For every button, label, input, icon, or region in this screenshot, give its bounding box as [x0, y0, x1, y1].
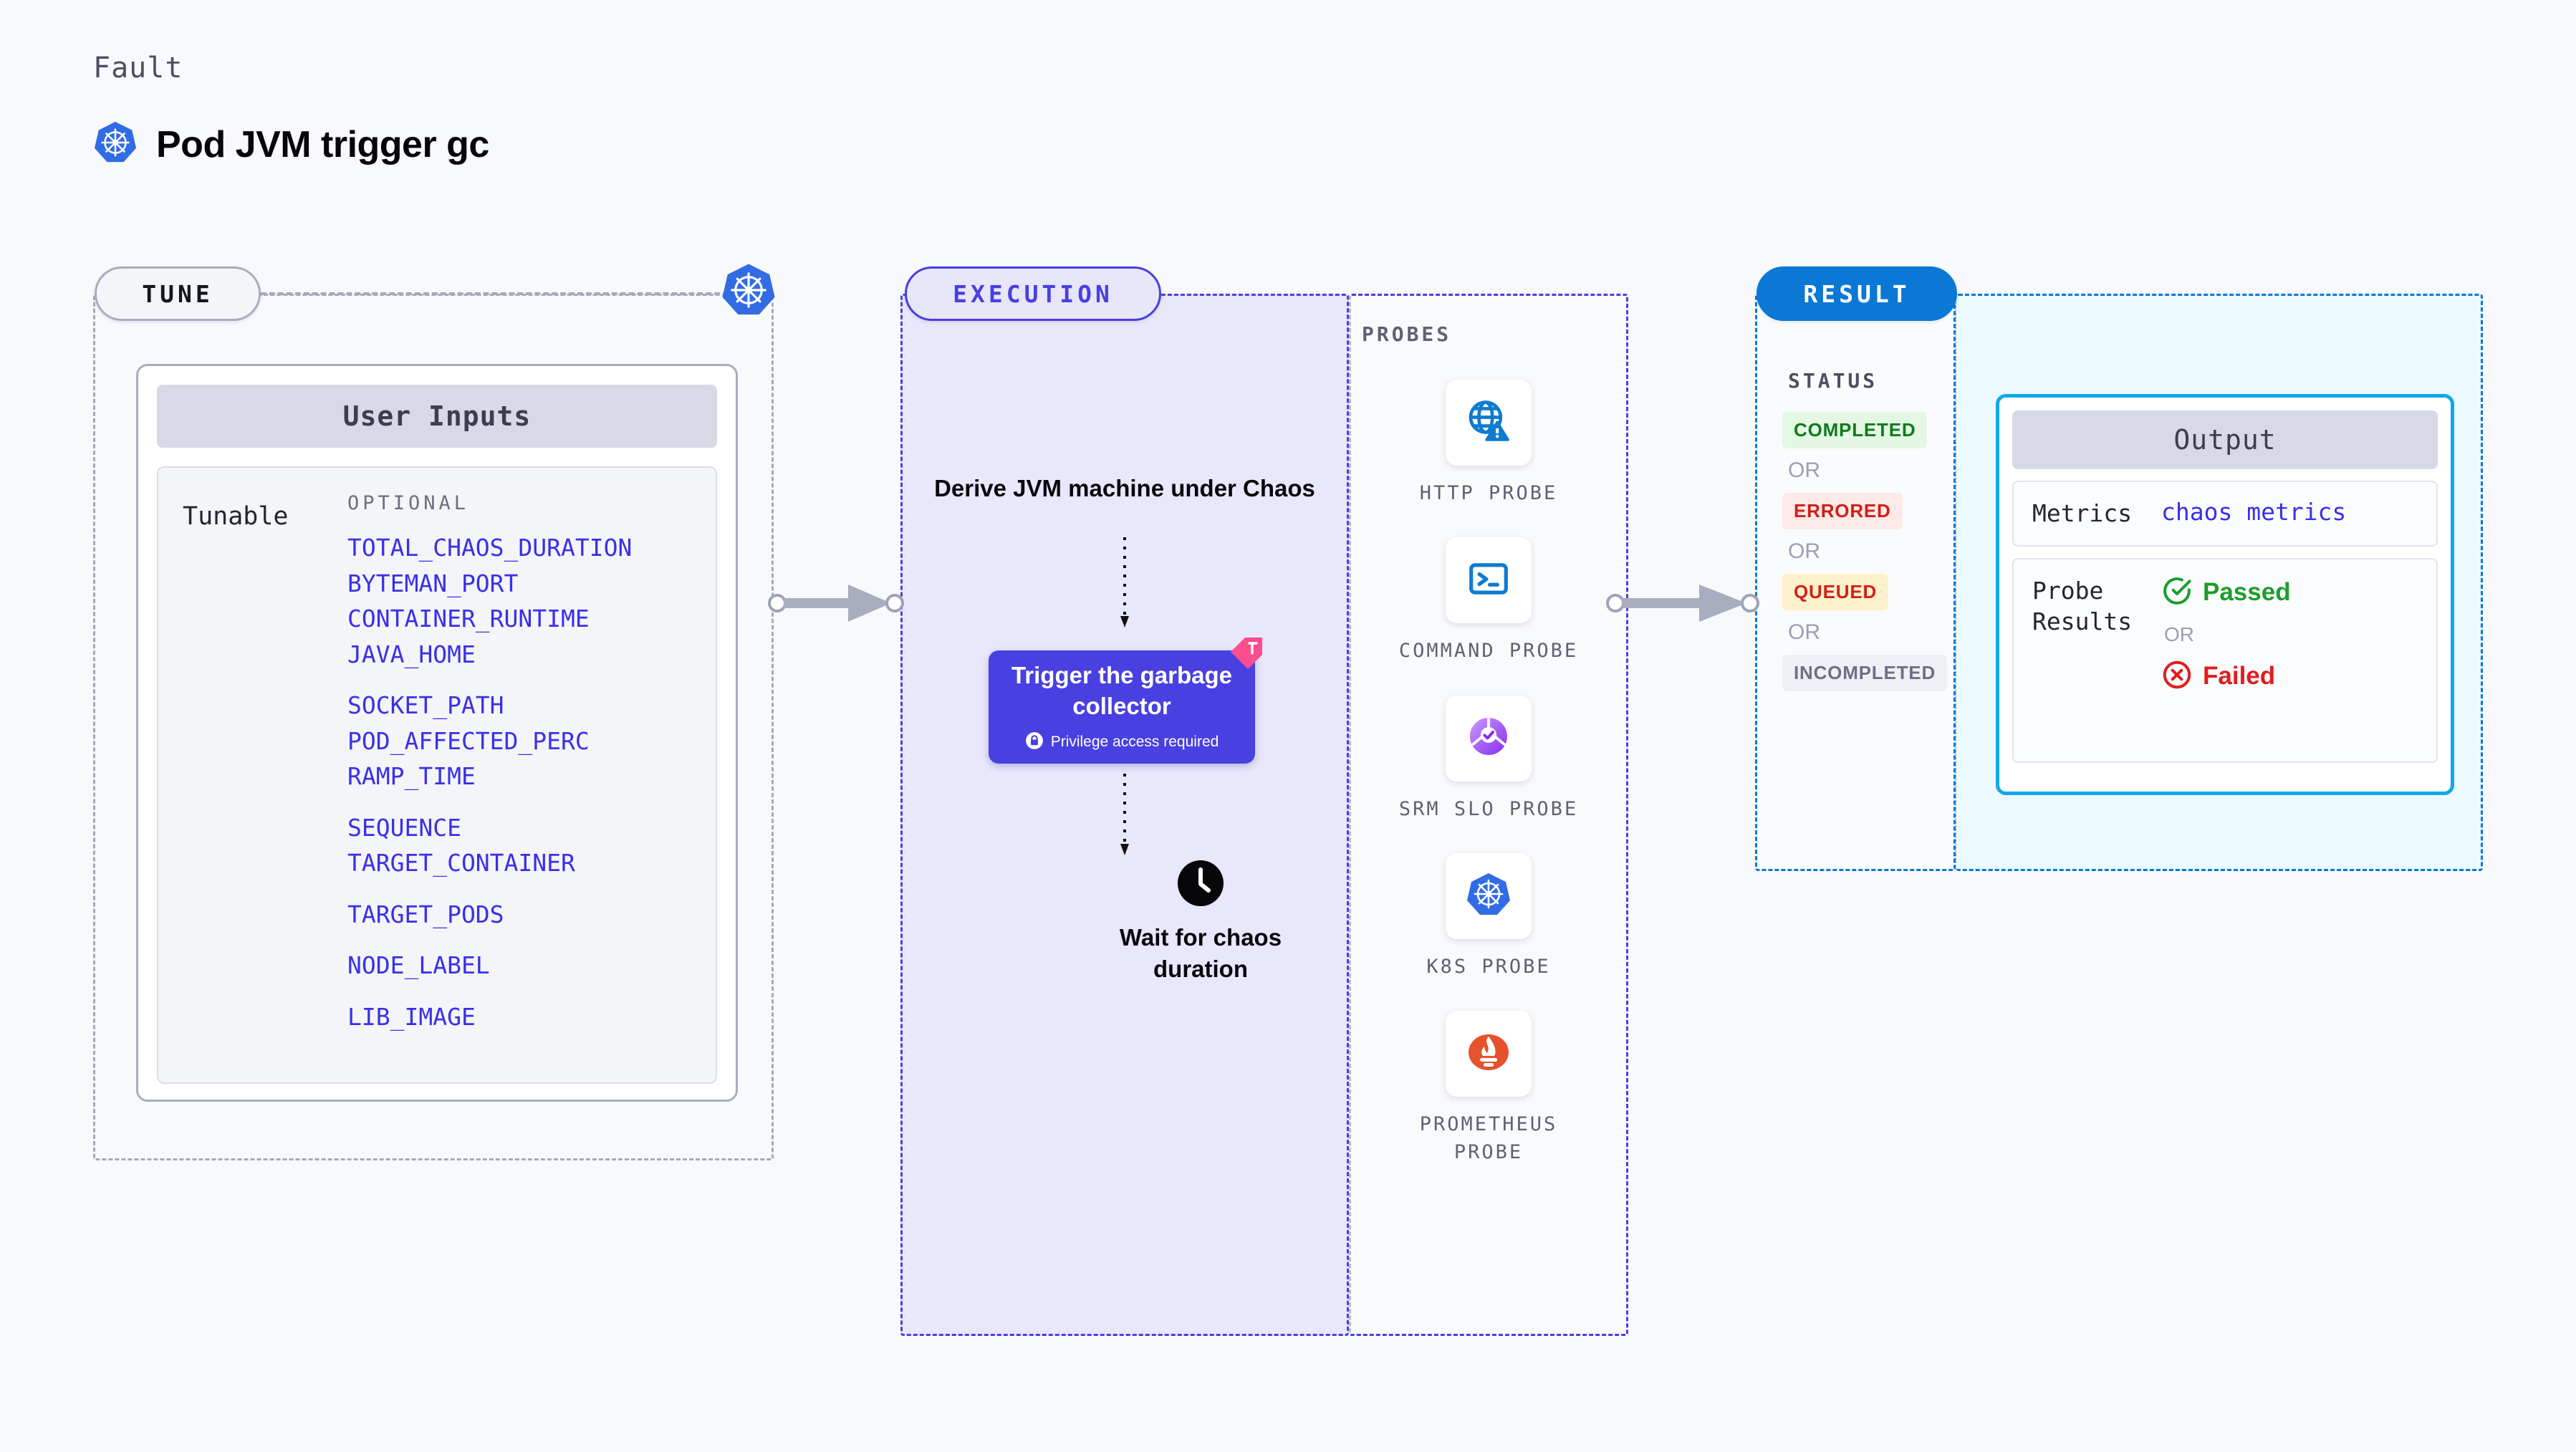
- tunable-item[interactable]: RAMP_TIME: [347, 762, 476, 790]
- probe-or-separator: OR: [2164, 622, 2194, 645]
- status-or-separator: OR: [1788, 620, 1820, 644]
- page-eyebrow: Fault: [93, 52, 183, 85]
- check-circle-icon: [2161, 575, 2193, 610]
- output-card-title: Output: [2012, 410, 2438, 469]
- probe-label: K8S PROBE: [1426, 955, 1551, 978]
- execution-flow-arrow: [1119, 537, 1130, 634]
- output-row-metrics: Metrics chaos metrics: [2012, 481, 2438, 547]
- tunable-item[interactable]: POD_AFFECTED_PERC: [347, 726, 590, 755]
- tunable-item[interactable]: TARGET_PODS: [347, 900, 504, 928]
- status-badge: COMPLETED: [1782, 412, 1928, 448]
- connector-arrow-tune-to-execution: [768, 580, 904, 630]
- tunable-item[interactable]: SEQUENCE: [347, 813, 461, 842]
- privilege-badge-label: Privilege access required: [1050, 734, 1219, 751]
- probe-results-values: Passed OR Failed: [2161, 575, 2291, 694]
- privilege-badge: Privilege access required: [1025, 731, 1219, 754]
- tunable-item[interactable]: JAVA_HOME: [347, 640, 476, 668]
- probe-label: PROMETHEUS PROBE: [1419, 1113, 1558, 1163]
- optional-label: OPTIONAL: [347, 492, 470, 514]
- terminal-icon: [1466, 557, 1511, 605]
- status-or-separator: OR: [1788, 458, 1820, 482]
- tunable-list: OPTIONAL TOTAL_CHAOS_DURATION BYTEMAN_PO…: [347, 492, 716, 1082]
- probe-item-prometheus[interactable]: PROMETHEUS PROBE: [1381, 1011, 1596, 1166]
- status-list: COMPLETED OR ERRORED OR QUEUED OR INCOMP…: [1782, 412, 1948, 691]
- probe-tile[interactable]: [1446, 380, 1532, 466]
- execution-action-node[interactable]: Trigger the garbage collector Privilege …: [989, 650, 1255, 764]
- page-title: Pod JVM trigger gc: [156, 123, 489, 165]
- execution-stage-frame: [900, 294, 1349, 1336]
- stage-pill-tune[interactable]: TUNE: [95, 266, 261, 321]
- probe-result-passed: Passed: [2161, 575, 2291, 610]
- tunable-item[interactable]: SOCKET_PATH: [347, 691, 504, 719]
- kubernetes-icon: [1466, 871, 1512, 920]
- user-inputs-body: Tunable OPTIONAL TOTAL_CHAOS_DURATION BY…: [157, 466, 717, 1084]
- lock-icon: [1025, 731, 1044, 754]
- clock-icon: [1177, 860, 1224, 910]
- user-inputs-card: User Inputs Tunable OPTIONAL TOTAL_CHAOS…: [136, 364, 738, 1102]
- page-header: Pod JVM trigger gc: [93, 120, 489, 168]
- probes-list: HTTP PROBE COMMAND PROBE: [1349, 380, 1628, 1166]
- tunable-item[interactable]: LIB_IMAGE: [347, 1002, 476, 1031]
- execution-wait-label: Wait for chaos duration: [1119, 924, 1282, 982]
- probe-tile[interactable]: [1446, 852, 1532, 939]
- probe-fail-label: Failed: [2203, 662, 2276, 691]
- execution-flow-arrow: [1119, 774, 1130, 862]
- status-badge: INCOMPLETED: [1782, 655, 1948, 691]
- probe-item-srm-slo[interactable]: SRM SLO PROBE: [1381, 695, 1596, 823]
- srm-slo-icon: [1466, 713, 1512, 763]
- tune-connector-line: [261, 292, 737, 295]
- status-or-separator: OR: [1788, 539, 1820, 563]
- probe-result-failed: Failed: [2161, 659, 2291, 694]
- output-metrics-value[interactable]: chaos metrics: [2161, 498, 2347, 526]
- output-probe-key: Probe Results: [2032, 576, 2133, 636]
- tunable-item[interactable]: CONTAINER_RUNTIME: [347, 605, 590, 633]
- execution-action-title: Trigger the garbage collector: [1011, 662, 1233, 719]
- tunable-item[interactable]: BYTEMAN_PORT: [347, 569, 519, 597]
- stage-pill-result[interactable]: RESULT: [1756, 266, 1957, 321]
- status-badge: ERRORED: [1782, 493, 1903, 529]
- output-metrics-key: Metrics: [2032, 499, 2133, 527]
- probes-stage-frame: [1349, 294, 1628, 1336]
- probe-tile[interactable]: [1446, 695, 1532, 782]
- user-inputs-title: User Inputs: [157, 385, 717, 448]
- kubernetes-icon: [93, 120, 138, 168]
- stage-pill-execution[interactable]: EXECUTION: [905, 266, 1161, 321]
- output-row-probe-results: Probe Results Passed OR: [2012, 557, 2438, 763]
- x-circle-icon: [2161, 659, 2193, 694]
- execution-step-title: Derive JVM machine under Chaos: [934, 475, 1315, 501]
- connector-arrow-execution-to-result: [1606, 580, 1760, 630]
- output-card: Output Metrics chaos metrics Probe Resul…: [1996, 394, 2454, 795]
- probe-label: COMMAND PROBE: [1398, 640, 1579, 663]
- status-section-label: STATUS: [1788, 369, 1878, 393]
- prometheus-icon: [1466, 1029, 1512, 1079]
- execution-wait-node: Wait for chaos duration: [1097, 860, 1304, 984]
- probe-label: HTTP PROBE: [1419, 482, 1558, 504]
- probe-item-http[interactable]: HTTP PROBE: [1381, 380, 1596, 507]
- ribbon-flag-icon: [1226, 636, 1267, 680]
- probe-tile[interactable]: [1446, 537, 1532, 624]
- tunable-row-label: Tunable: [183, 502, 289, 531]
- probes-section-label: PROBES: [1362, 322, 1452, 346]
- tunable-item[interactable]: TARGET_CONTAINER: [347, 849, 575, 877]
- probe-label: SRM SLO PROBE: [1398, 797, 1579, 820]
- tunable-item[interactable]: TOTAL_CHAOS_DURATION: [347, 534, 633, 562]
- probe-pass-label: Passed: [2203, 578, 2291, 607]
- kubernetes-icon: [721, 262, 777, 322]
- globe-warning-icon: [1465, 398, 1512, 448]
- status-badge: QUEUED: [1782, 574, 1889, 610]
- probe-tile[interactable]: [1446, 1011, 1532, 1097]
- probe-item-k8s[interactable]: K8S PROBE: [1381, 852, 1596, 981]
- probe-item-command[interactable]: COMMAND PROBE: [1381, 537, 1596, 665]
- tunable-item[interactable]: NODE_LABEL: [347, 951, 490, 979]
